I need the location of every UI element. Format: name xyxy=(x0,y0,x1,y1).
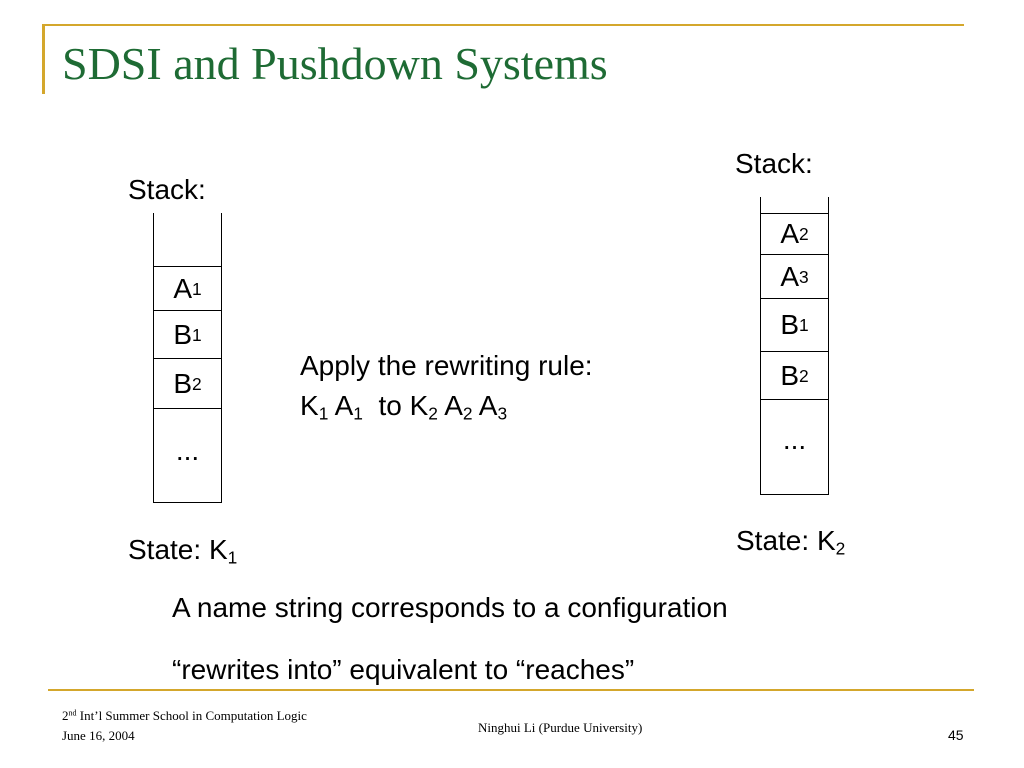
right-stack-cell: ... xyxy=(761,400,828,495)
right-state-label: State: K2 xyxy=(736,525,846,559)
rewrites-into-note: “rewrites into” equivalent to “reaches” xyxy=(172,654,635,685)
rewriting-rule-heading: Apply the rewriting rule: xyxy=(300,350,593,381)
left-stack-label: Stack: xyxy=(128,174,206,205)
configuration-note: A name string corresponds to a configura… xyxy=(172,592,728,623)
footer-author: Ninghui Li (Purdue University) xyxy=(478,720,643,735)
right-stack-label: Stack: xyxy=(735,148,813,179)
footer-date: June 16, 2004 xyxy=(62,728,135,743)
title-accent-vertical-line xyxy=(42,24,45,94)
footer-divider-line xyxy=(48,689,974,691)
footer-event: 2nd Int’l Summer School in Computation L… xyxy=(62,708,307,723)
rewriting-rule-expression: K1 A1 to K2 A2 A3 xyxy=(300,390,508,424)
slide-title: SDSI and Pushdown Systems xyxy=(62,38,608,89)
left-stack-cell: ... xyxy=(154,409,221,503)
page-number: 45 xyxy=(948,727,964,743)
left-state-label: State: K1 xyxy=(128,534,238,568)
title-accent-horizontal-line xyxy=(42,24,964,26)
